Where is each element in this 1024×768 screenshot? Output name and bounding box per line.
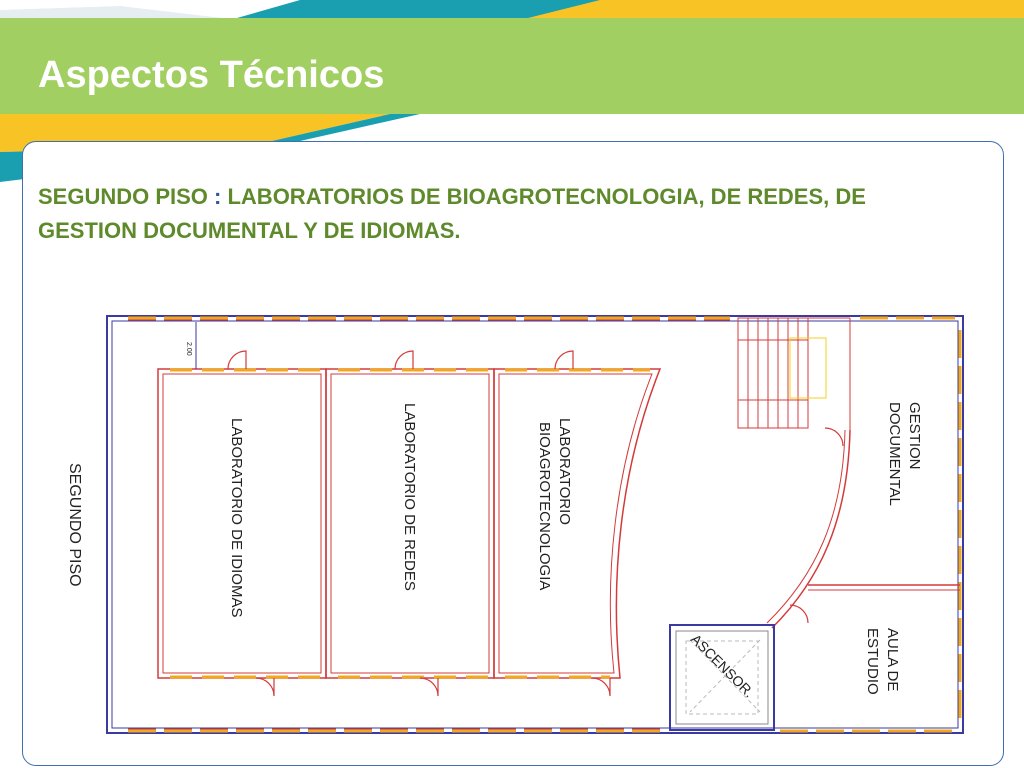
outer-walls [106,315,964,734]
room-label-bio-line2: BIOAGROTECNOLOGIA [536,422,553,590]
room-label-gestion-line2: DOCUMENTAL [886,402,903,506]
room-windows [170,368,650,679]
elevator [669,624,775,731]
top-decorative-stripes [0,0,1024,20]
door-swings [227,350,844,697]
subtitle-rest: LABORATORIOS DE BIOAGROTECNOLOGIA, DE RE… [38,184,866,243]
room-label-redes: LABORATORIO DE REDES [401,403,418,591]
staircase [737,317,851,430]
floor-plan: 2.00 SEGUNDO PISO LABORATORIO DE IDIOMAS… [66,315,964,734]
title-band [0,18,1024,114]
right-rooms [808,584,960,591]
windows-top [128,316,955,321]
room-label-aula-line1: AULA DE [884,628,901,691]
floor-label: SEGUNDO PISO [66,463,83,587]
dimension-marker: 2.00 [185,322,197,369]
page-title: Aspectos Técnicos [38,54,385,96]
dimension-note: 2.00 [185,342,192,356]
content-card [22,141,1004,766]
curved-wall [766,429,851,629]
slide-subtitle: SEGUNDO PISO : LABORATORIOS DE BIOAGROTE… [38,180,938,248]
subtitle-lead: SEGUNDO PISO [38,184,208,209]
room-label-gestion-line1: GESTION [906,402,923,470]
room-label-aula-line2: ESTUDIO [864,628,881,695]
room-label-bio-line1: LABORATORIO [556,418,573,525]
windows-bottom [128,728,955,733]
subtitle-separator: : [207,184,228,209]
room-label-idiomas: LABORATORIO DE IDIOMAS [228,418,245,617]
